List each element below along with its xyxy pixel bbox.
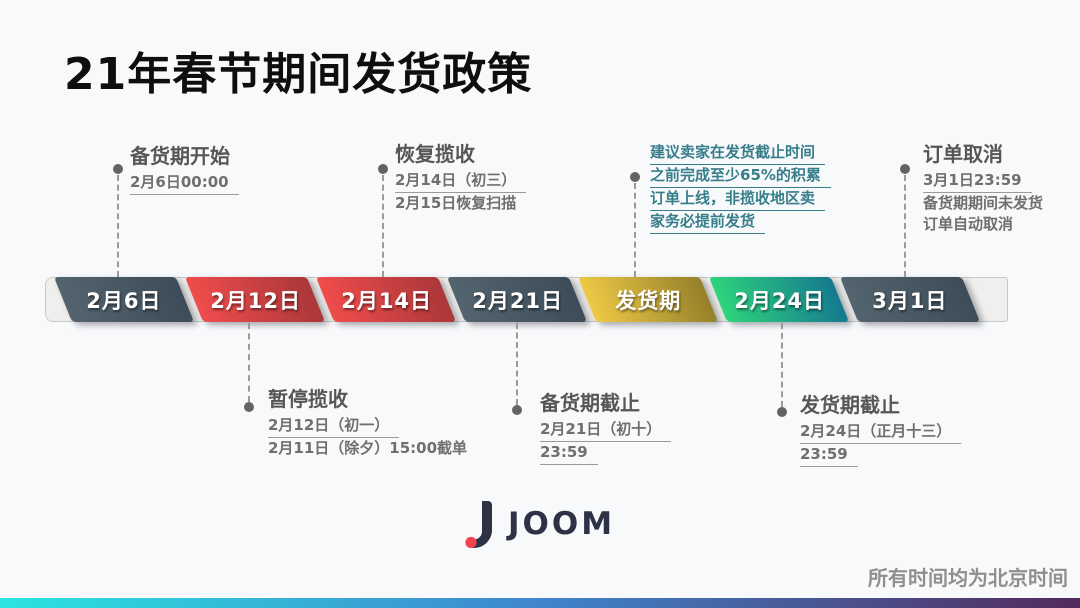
- callout-shipping-deadline: 发货期截止 2月24日（正月十三） 23:59: [800, 389, 962, 467]
- callout-pickup-resume: 恢复揽收 2月14日（初三） 2月15日恢复扫描: [395, 138, 527, 214]
- callout-detail: 备货期期间未发货: [923, 194, 1044, 212]
- callout-stock-period-start: 备货期开始 2月6日00:00: [130, 140, 239, 195]
- joom-wordmark: JOOM: [507, 506, 616, 542]
- callout-dot: [512, 405, 522, 415]
- callout-dot: [630, 172, 640, 182]
- callout-date: 2月6日00:00: [130, 172, 239, 195]
- segment-label: 2月24日: [733, 288, 825, 313]
- callout-dash-line: [634, 183, 636, 277]
- callout-date: 2月14日（初三）: [395, 170, 527, 193]
- page-title: 21年春节期间发货政策: [64, 49, 533, 100]
- timeline-segment-feb6: 2月6日: [53, 277, 195, 322]
- callout-dot: [244, 402, 254, 412]
- callout-dot: [113, 164, 123, 174]
- callout-date: 3月1日23:59: [923, 170, 1032, 193]
- callout-title: 恢复揽收: [395, 142, 475, 166]
- timeline-segment-mar1: 3月1日: [839, 277, 981, 322]
- callout-order-cancel: 订单取消 3月1日23:59 备货期期间未发货 订单自动取消: [923, 138, 1043, 235]
- callout-dot: [777, 407, 787, 417]
- callout-seller-advice: 建议卖家在发货截止时间 之前完成至少65%的积累 订单上线，非揽收地区卖 家务必…: [650, 142, 831, 234]
- advice-line: 家务必提前发货: [650, 211, 766, 234]
- beijing-time-note: 所有时间均为北京时间: [868, 566, 1068, 590]
- callout-date: 2月24日（正月十三）: [800, 421, 962, 444]
- callout-dash-line: [248, 323, 250, 402]
- callout-pickup-pause: 暂停揽收 2月12日（初一） 2月11日（除夕）15:00截单: [268, 383, 467, 459]
- timeline-segment-feb24: 2月24日: [708, 277, 850, 322]
- timeline-segment-feb14: 2月14日: [315, 277, 457, 322]
- segment-label: 发货期: [615, 288, 681, 313]
- segment-label: 2月6日: [86, 288, 162, 313]
- callout-detail: 订单自动取消: [923, 215, 1014, 233]
- callout-title: 订单取消: [923, 142, 1003, 166]
- callout-title: 备货期截止: [540, 391, 640, 415]
- callout-date: 2月12日（初一）: [268, 415, 400, 438]
- callout-time: 23:59: [800, 444, 858, 467]
- segment-label: 2月21日: [471, 288, 563, 313]
- callout-detail: 2月15日恢复扫描: [395, 194, 517, 212]
- advice-line: 订单上线，非揽收地区卖: [650, 188, 826, 211]
- callout-dot: [900, 164, 910, 174]
- advice-line: 之前完成至少65%的积累: [650, 165, 831, 188]
- callout-dot: [378, 164, 388, 174]
- segment-label: 2月14日: [340, 288, 432, 313]
- callout-dash-line: [781, 323, 783, 407]
- callout-dash-line: [904, 175, 906, 277]
- segment-label: 2月12日: [209, 288, 301, 313]
- advice-line: 建议卖家在发货截止时间: [650, 142, 826, 165]
- timeline-segment-feb21: 2月21日: [446, 277, 588, 322]
- callout-title: 发货期截止: [800, 393, 900, 417]
- callout-title: 暂停揽收: [268, 387, 348, 411]
- segment-label: 3月1日: [872, 288, 948, 313]
- callout-dash-line: [382, 175, 384, 277]
- callout-date: 2月21日（初十）: [540, 419, 672, 442]
- callout-stock-deadline: 备货期截止 2月21日（初十） 23:59: [540, 387, 672, 465]
- callout-dash-line: [117, 175, 119, 277]
- callout-time: 23:59: [540, 442, 598, 465]
- joom-logo: JOOM: [0, 500, 1080, 548]
- callout-title: 备货期开始: [130, 144, 230, 168]
- timeline-segment-feb12: 2月12日: [184, 277, 326, 322]
- callout-detail: 2月11日（除夕）15:00截单: [268, 439, 468, 457]
- joom-j-mark-icon: [465, 501, 492, 548]
- bottom-gradient-bar: [0, 598, 1080, 608]
- timeline-segment-shipping-period: 发货期: [577, 277, 719, 322]
- callout-dash-line: [516, 323, 518, 405]
